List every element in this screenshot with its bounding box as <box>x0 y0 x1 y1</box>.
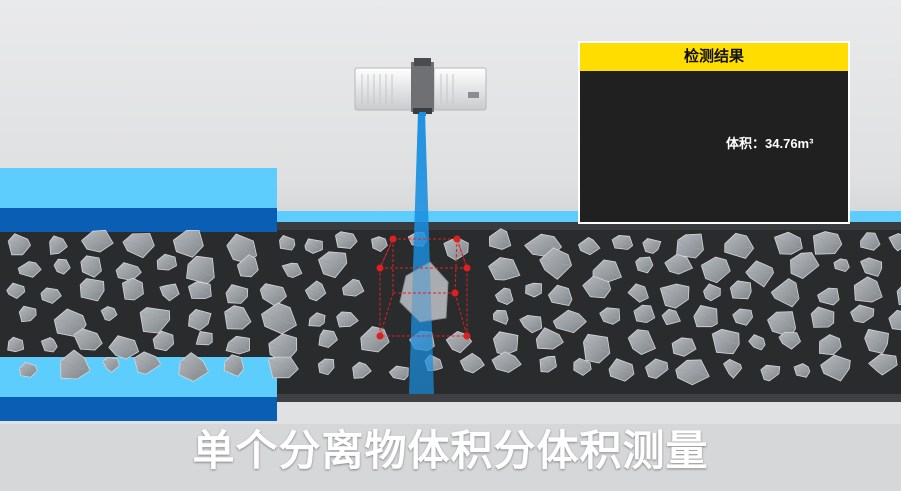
volume-label: 体积： <box>726 136 765 151</box>
diagram-caption: 单个分离物体积分体积测量 <box>0 424 901 478</box>
stone-icon <box>493 332 518 355</box>
volume-readout: 体积：34.76m³ <box>726 133 813 152</box>
left-guide-top <box>0 168 277 232</box>
result-panel-title: 检测结果 <box>580 43 848 71</box>
volume-value: 34.76m³ <box>765 136 813 151</box>
line-laser-scanner-icon <box>355 58 486 116</box>
detection-result-panel: 检测结果 体积：34.76m³ <box>578 41 850 224</box>
